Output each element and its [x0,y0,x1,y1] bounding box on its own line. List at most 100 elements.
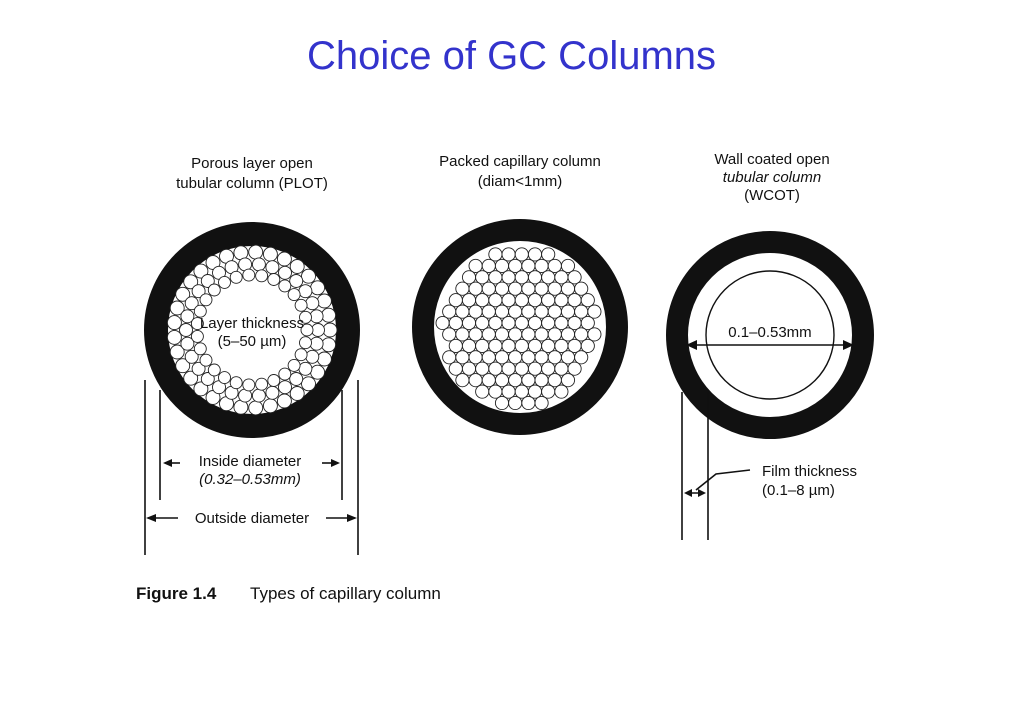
particle [475,270,490,285]
particle [298,361,313,376]
wcot-outer-wall [666,231,874,439]
particle [501,338,516,353]
particle [587,327,602,342]
particle [488,315,503,331]
particle [547,373,562,388]
plot-inside-arrowhead-right [331,459,340,467]
particle [580,338,595,353]
particle [560,258,576,273]
wcot-heading-line1: Wall coated open [714,151,829,168]
wcot-film-arrowhead-left [684,489,692,497]
particle [501,361,516,376]
particle [309,336,324,351]
plot-inside-label-line2: (0.32–0.53mm) [199,471,301,488]
particle [521,258,536,273]
particle [494,304,510,319]
particle [180,336,195,351]
plot-outside-arrowhead-right [347,514,357,522]
particle [278,367,292,381]
particle [534,258,549,273]
particle [534,327,549,342]
particle [301,376,316,392]
particle [267,273,281,286]
wcot-inner-bore [705,270,835,400]
particle [587,304,602,319]
particle [468,350,483,365]
particle [534,350,549,365]
particle [455,327,470,342]
particle [501,270,516,285]
particle [481,327,496,342]
particle [501,293,516,308]
particle [508,281,523,296]
particle [560,281,576,296]
particle [541,384,556,399]
particle [508,350,523,365]
particle [481,281,496,296]
particle [218,371,231,385]
particle [547,281,562,296]
slide-title: Choice of GC Columns [306,34,717,78]
particle [514,270,529,285]
particle [193,304,207,318]
particle [322,322,338,338]
particle [184,296,199,311]
particle [481,304,496,319]
plot-heading-line2: tubular column (PLOT) [176,175,328,192]
wcot-film-label-line1: Film thickness [762,463,857,480]
particle [166,329,182,345]
particle [547,350,562,365]
particle [481,350,496,365]
particle [514,247,529,262]
particle [521,395,536,411]
wcot-film-arrowhead-right [698,489,706,497]
particle [481,373,496,388]
particle [488,384,503,399]
particle [527,361,543,376]
particle [554,315,569,331]
particle [299,310,312,324]
particle [455,281,470,296]
plot-layer-label-line2: (5–50 µm) [218,333,287,350]
particle [278,380,292,395]
particle [311,323,325,337]
particle [574,281,589,296]
particle [461,361,477,376]
particle [442,327,457,342]
particle [169,344,185,360]
particle [248,400,264,416]
particle [475,361,490,376]
particle [541,338,556,353]
particle [248,244,264,260]
wcot-heading-line3: (WCOT) [744,187,800,204]
particle [448,361,463,376]
particle [521,327,536,342]
particle [180,309,195,324]
particle [448,293,463,308]
particle [541,315,556,331]
plot-outside-arrowhead-left [146,514,156,522]
particle [461,293,477,308]
particle [287,358,301,372]
particle [179,323,193,337]
particle [191,284,206,299]
wcot-diameter-arrowhead-right [843,340,854,350]
particle [501,247,516,262]
particle [190,317,204,331]
packed-heading-line2: (diam<1mm) [478,173,563,190]
particle [534,281,549,296]
particle [554,361,569,376]
packed-bed-particles [435,247,602,411]
particle [218,275,231,289]
particle [508,304,523,319]
particle [442,350,457,365]
particle [488,247,503,262]
plot-column-diagram: Porous layer open tubular column (PLOT) … [144,155,360,555]
particle [468,327,483,342]
particle [442,304,457,319]
plot-heading-line1: Porous layer open [191,155,313,172]
particle [527,293,543,308]
particle [193,342,207,356]
particle [278,279,292,293]
particle [574,327,589,342]
